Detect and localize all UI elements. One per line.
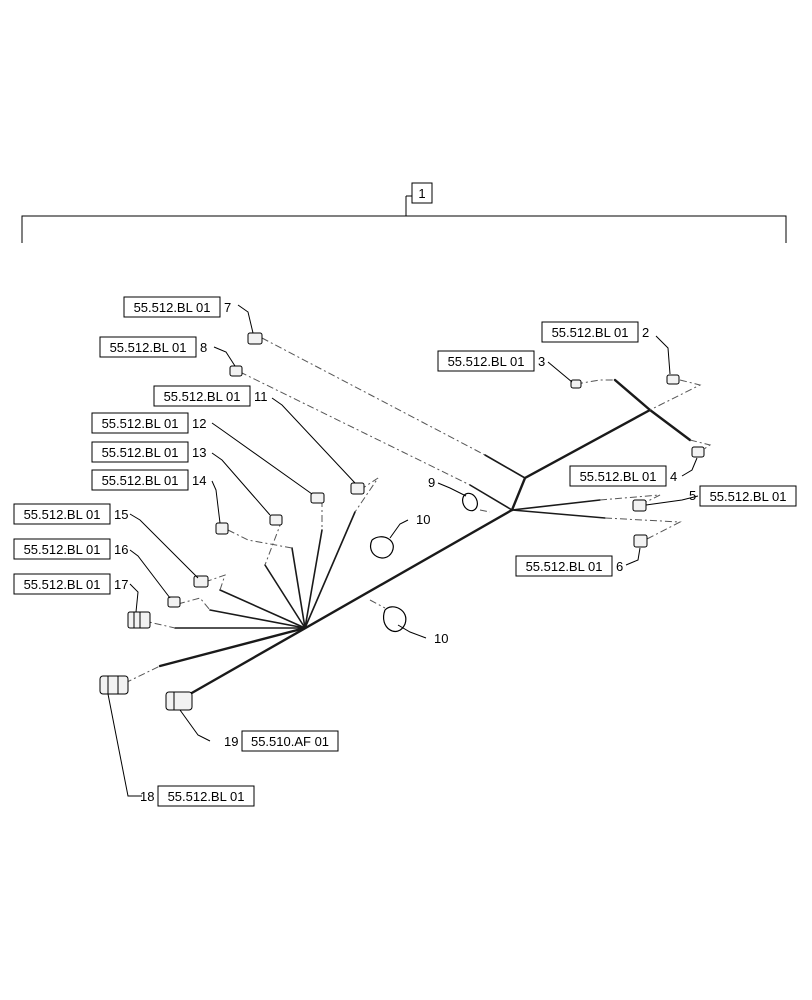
connector-19-icon <box>165 691 193 711</box>
connector-8-icon <box>229 365 243 377</box>
label-leaders <box>107 304 699 797</box>
cable-ties <box>369 492 478 632</box>
item-number-18: 18 <box>140 789 154 804</box>
ref-label-19: 55.510.AF 01 <box>251 734 329 749</box>
connector-16-icon <box>167 596 181 608</box>
ref-label-15: 55.512.BL 01 <box>24 507 101 522</box>
assembly-item-number: 1 <box>418 186 425 201</box>
item-number-10-lower: 10 <box>434 631 448 646</box>
connector-15-icon <box>193 575 209 588</box>
connector-12-icon <box>310 492 325 504</box>
item-number-15: 15 <box>114 507 128 522</box>
item-number-11: 11 <box>254 389 268 404</box>
callouts: 9 10 10 <box>416 475 448 646</box>
assembly-bracket: 1 <box>21 182 787 243</box>
connectors <box>99 332 705 711</box>
ref-label-4: 55.512.BL 01 <box>580 469 657 484</box>
item-number-8: 8 <box>200 340 207 355</box>
item-number-17: 17 <box>114 577 128 592</box>
connector-14-icon <box>215 522 229 535</box>
ref-label-16: 55.512.BL 01 <box>24 542 101 557</box>
connector-2-icon <box>666 374 680 385</box>
ref-label-3: 55.512.BL 01 <box>448 354 525 369</box>
item-number-2: 2 <box>642 325 649 340</box>
item-number-16: 16 <box>114 542 128 557</box>
connector-4-icon <box>691 446 705 458</box>
item-number-7: 7 <box>224 300 231 315</box>
harness-wires <box>158 378 692 696</box>
item-number-14: 14 <box>192 473 206 488</box>
ref-label-8: 55.512.BL 01 <box>110 340 187 355</box>
item-number-3: 3 <box>538 354 545 369</box>
connector-7-icon <box>247 332 263 345</box>
ref-label-18: 55.512.BL 01 <box>168 789 245 804</box>
connector-paths <box>124 337 712 703</box>
ref-label-2: 55.512.BL 01 <box>552 325 629 340</box>
clip-9-icon <box>462 492 478 512</box>
connector-17-icon <box>127 611 151 629</box>
ref-label-12: 55.512.BL 01 <box>102 416 179 431</box>
ref-label-11: 55.512.BL 01 <box>164 389 241 404</box>
connector-3-icon <box>570 379 582 389</box>
item-number-6: 6 <box>616 559 623 574</box>
connector-11-icon <box>350 482 365 495</box>
connector-13-icon <box>269 514 283 526</box>
reference-labels: 55.512.BL 01 2 55.512.BL 01 3 55.512.BL … <box>13 296 797 807</box>
ref-label-17: 55.512.BL 01 <box>24 577 101 592</box>
item-number-10-upper: 10 <box>416 512 430 527</box>
item-number-5: 5 <box>689 488 696 503</box>
connector-6-icon <box>633 534 648 548</box>
item-number-12: 12 <box>192 416 206 431</box>
ref-label-5: 55.512.BL 01 <box>710 489 787 504</box>
ref-label-13: 55.512.BL 01 <box>102 445 179 460</box>
ref-label-14: 55.512.BL 01 <box>102 473 179 488</box>
item-number-9: 9 <box>428 475 435 490</box>
item-number-4: 4 <box>670 469 677 484</box>
ref-label-6: 55.512.BL 01 <box>526 559 603 574</box>
connector-18-icon <box>99 675 129 695</box>
item-number-13: 13 <box>192 445 206 460</box>
connector-5-icon <box>632 499 647 512</box>
tie-10a-icon <box>369 536 394 559</box>
item-number-19: 19 <box>224 734 238 749</box>
ref-label-7: 55.512.BL 01 <box>134 300 211 315</box>
tie-10b-icon <box>382 606 407 632</box>
